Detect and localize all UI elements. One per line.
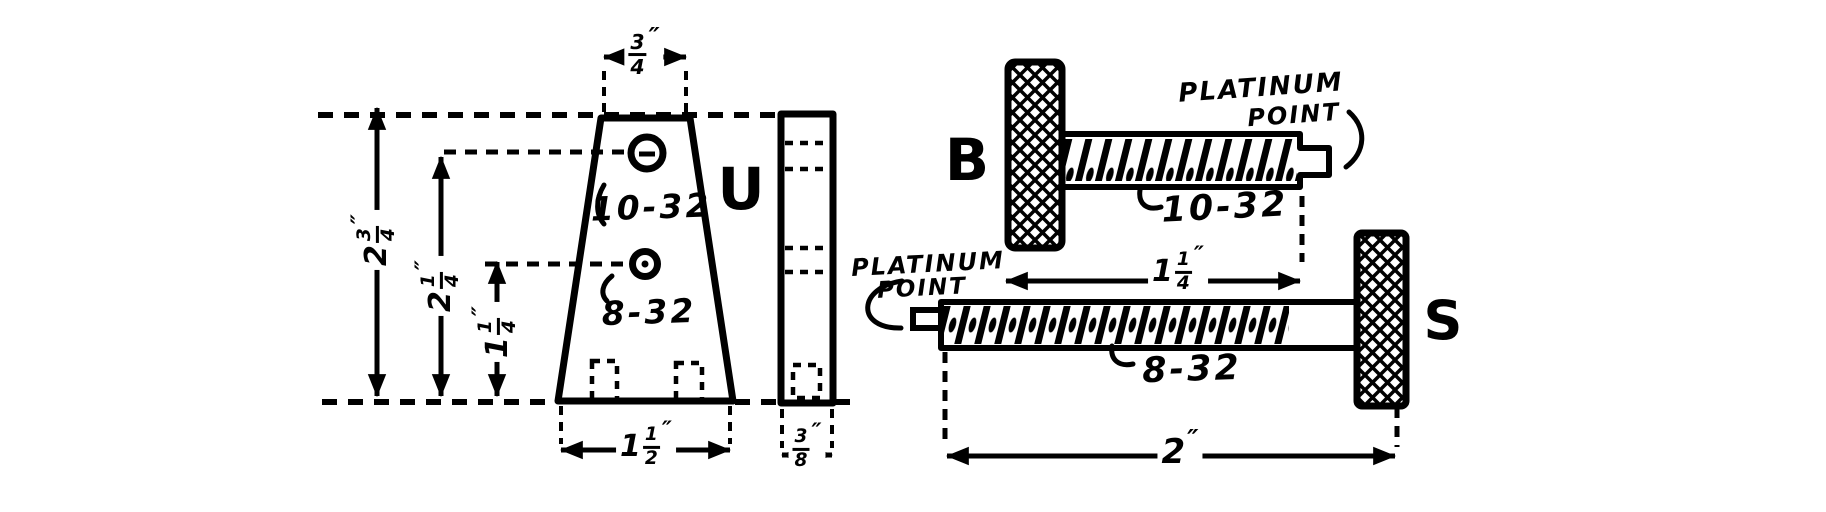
- platinum-point-lower-line2: POINT: [876, 273, 968, 304]
- dim-s-screw-length: 2″: [1157, 427, 1203, 470]
- hidden-hole-right: [673, 360, 705, 403]
- leader-hole-8-32: [600, 273, 615, 304]
- s-screw-head: [1353, 229, 1410, 410]
- platinum-upper-arrow: [1343, 109, 1365, 170]
- leader-b-thread: [1137, 187, 1164, 211]
- thread-label-s-screw: 8-32: [1141, 347, 1243, 392]
- side-view-outline: [777, 110, 837, 407]
- leader-hole-10-32: [595, 182, 607, 227]
- leader-s-thread: [1109, 343, 1136, 368]
- part-letter-u: U: [717, 155, 765, 223]
- hidden-hole-left: [589, 358, 620, 403]
- upper-hole: [627, 133, 667, 173]
- b-screw-threads: [1065, 139, 1297, 181]
- side-view: [777, 110, 837, 407]
- hidden-hole-side: [790, 362, 823, 401]
- extension-lines: [559, 71, 1400, 448]
- lower-hole: [629, 248, 661, 280]
- b-screw-head: [1004, 58, 1066, 252]
- s-screw-point: [910, 307, 945, 331]
- b-screw: [1004, 58, 1332, 252]
- thread-label-hole-8-32: 8-32: [601, 290, 697, 334]
- part-letter-s: S: [1423, 289, 1463, 352]
- s-screw: [910, 229, 1410, 410]
- leader-curves: [595, 109, 1365, 368]
- platinum-point-upper-line2: POINT: [1246, 97, 1342, 133]
- front-view-outline: [554, 114, 737, 405]
- part-letter-b: B: [944, 126, 990, 194]
- thread-label-b-screw: 10-32: [1160, 184, 1290, 231]
- platinum-lower-arrow: [865, 278, 905, 331]
- s-screw-threads: [944, 306, 1289, 344]
- front-view: [554, 114, 737, 405]
- thread-label-hole-10-32: 10-32: [590, 185, 712, 229]
